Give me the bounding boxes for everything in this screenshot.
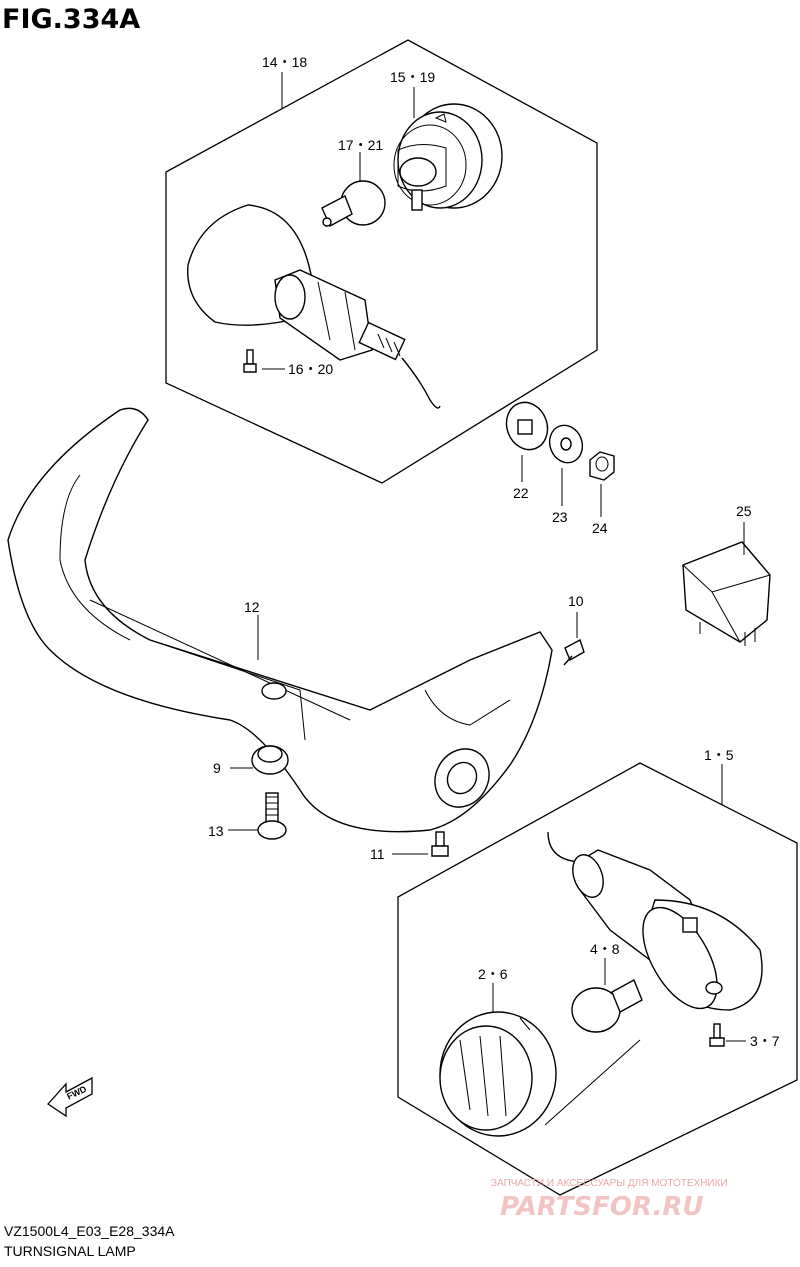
washer-group: 22 23 24 [505, 401, 615, 536]
callout-2-6: 2・6 [478, 966, 508, 982]
callout-17-21: 17・21 [338, 137, 383, 153]
callout-3-7: 3・7 [750, 1033, 780, 1049]
callout-16-20: 16・20 [288, 361, 333, 377]
housing-lower [547, 831, 763, 1011]
screw-10: 10 [563, 593, 585, 666]
housing-upper [187, 204, 441, 409]
callout-9: 9 [213, 760, 221, 776]
callout-1-5: 1・5 [704, 747, 734, 763]
upper-assembly-box [165, 39, 598, 484]
callout-11: 11 [370, 846, 385, 862]
upper-lamp-group: 14・18 15・19 17・21 16・20 [165, 39, 598, 484]
screw-16-20 [243, 349, 285, 373]
lower-assembly-box [397, 762, 798, 1196]
spacer-22 [505, 401, 549, 451]
bolt-13: 13 [208, 792, 287, 840]
watermark: ЗАПЧАСТИ И АКСЕССУАРЫ ДЛЯ МОТОТЕХНИКИ PA… [491, 1178, 728, 1222]
figure-caption: TURNSIGNAL LAMP [4, 1243, 136, 1259]
lens-lower [439, 983, 641, 1137]
callout-14-18: 14・18 [262, 54, 307, 70]
lens-upper [393, 103, 503, 211]
lower-lamp-group: 1・5 4・8 2・6 3・7 [397, 747, 798, 1196]
callout-10: 10 [568, 593, 584, 609]
relay-25: 25 [682, 503, 771, 646]
screw-11: 11 [370, 831, 449, 862]
bulb-lower [571, 958, 643, 1033]
bulb-upper [321, 180, 386, 227]
callout-23: 23 [552, 509, 568, 525]
callout-24: 24 [592, 520, 608, 536]
forward-arrow-icon: FWD [47, 1076, 93, 1118]
callout-25: 25 [736, 503, 752, 519]
watermark-tagline: ЗАПЧАСТИ И АКСЕССУАРЫ ДЛЯ МОТОТЕХНИКИ [491, 1178, 728, 1189]
callout-4-8: 4・8 [590, 941, 620, 957]
figure-title: FIG.334A [2, 4, 140, 35]
screw-3-7 [709, 1023, 746, 1047]
callout-13: 13 [208, 823, 224, 839]
washer-23 [548, 424, 584, 464]
callout-12: 12 [244, 599, 260, 615]
callout-15-19: 15・19 [390, 69, 435, 85]
nut-24 [589, 451, 615, 481]
grommet-9: 9 [213, 745, 289, 776]
bracket-12: 12 [7, 407, 553, 833]
model-code: VZ1500L4_E03_E28_334A [4, 1223, 175, 1239]
watermark-brand: PARTSFOR.RU [500, 1192, 703, 1222]
callout-22: 22 [513, 485, 529, 501]
